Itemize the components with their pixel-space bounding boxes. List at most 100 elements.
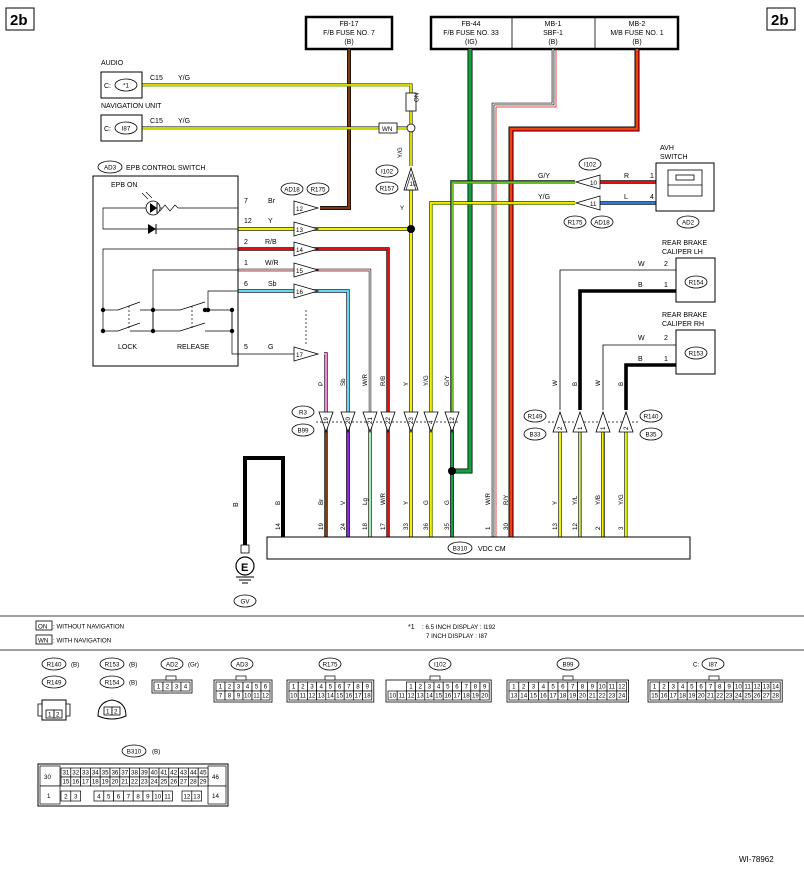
pin-number: 13 <box>763 684 770 691</box>
connector-latch <box>235 675 247 681</box>
svg-text:(B): (B) <box>632 39 641 46</box>
pin-number: 34 <box>92 770 99 777</box>
vdc-pin-number: 17 <box>380 523 387 530</box>
vdc-pin-number: 36 <box>423 523 430 530</box>
pin-number: 40 <box>151 770 158 777</box>
svg-text:G: G <box>268 344 273 351</box>
svg-text:AUDIO: AUDIO <box>101 60 124 67</box>
svg-text:AD2: AD2 <box>166 662 179 669</box>
pin-number: 6 <box>561 684 565 691</box>
pin-number: 24 <box>151 779 158 786</box>
connector-latch <box>429 675 441 681</box>
pin-number: 7 <box>219 693 223 700</box>
pin-number: 2 <box>662 684 666 691</box>
svg-text:R153: R153 <box>689 351 704 358</box>
pin-number: 4 <box>184 684 188 691</box>
svg-text:2: 2 <box>114 709 118 716</box>
pin-number: 11 <box>399 693 406 700</box>
badge-wn: WN <box>378 122 398 134</box>
pin-number: 22 <box>599 693 606 700</box>
wire-color-label: W <box>552 380 559 386</box>
vdc-wire-label: Y/G <box>618 494 625 505</box>
fuse-mb2: MB-2 M/B FUSE NO. 1 (B) <box>610 21 663 46</box>
svg-text:13: 13 <box>296 227 303 234</box>
svg-text:I102: I102 <box>381 169 394 176</box>
legend: ON : WITHOUT NAVIGATION WN : WITH NAVIGA… <box>35 620 496 645</box>
pin-number: 24 <box>618 693 625 700</box>
vdc-wire-label: Y <box>403 501 410 505</box>
pin-number: 41 <box>160 770 167 777</box>
pin-number: 6 <box>264 684 268 691</box>
svg-text:Y: Y <box>268 218 273 225</box>
pin-number: 5 <box>107 794 111 801</box>
pin-number: 13 <box>193 794 200 801</box>
pin-number: 1 <box>292 684 296 691</box>
ground-gv: B E GV <box>233 502 257 608</box>
vdc-pin-number: 18 <box>362 523 369 530</box>
rear-brake-caliper-lh: REAR BRAKE CALIPER LH R154 W 2 B 1 <box>638 240 716 303</box>
pin-number: 16 <box>444 693 451 700</box>
pin-number: 10 <box>244 693 251 700</box>
connector-triangle <box>362 411 378 434</box>
wire-color-label: P <box>318 382 325 386</box>
pin-number: 44 <box>190 770 197 777</box>
connector-triangle <box>423 411 439 434</box>
svg-text:(B): (B) <box>344 39 353 46</box>
pin-number: 5 <box>690 684 694 691</box>
pin-number: 19 <box>102 779 109 786</box>
pin-cell <box>207 785 227 805</box>
pin-number: 13 <box>510 693 517 700</box>
pin-number: 33 <box>82 770 89 777</box>
fuse-mb1: MB-1 SBF-1 (B) <box>543 21 563 46</box>
connector-pin-number: 1 <box>600 426 607 430</box>
connector-latch <box>165 675 177 681</box>
svg-text:(B): (B) <box>71 662 79 669</box>
pin-cell <box>70 790 81 802</box>
svg-text:(B): (B) <box>152 749 160 756</box>
connector-latch <box>324 675 336 681</box>
pin-cell <box>770 690 781 701</box>
connector-pin-number: 2 <box>623 426 630 430</box>
vdc-pin-number: 14 <box>275 523 282 530</box>
wire-color-label: B <box>618 382 625 386</box>
pin-number: 31 <box>62 770 69 777</box>
svg-text:R3: R3 <box>299 410 307 417</box>
pin-number: 11 <box>164 794 171 801</box>
svg-text:B99: B99 <box>297 428 309 435</box>
svg-text:R140: R140 <box>644 414 659 421</box>
pin-cell <box>362 690 373 701</box>
svg-text:CALIPER LH: CALIPER LH <box>662 249 703 256</box>
vdc-wire-label: R/Y <box>503 495 510 505</box>
svg-text:2: 2 <box>664 335 668 342</box>
vdc-wire-label: W/R <box>380 492 387 505</box>
svg-text:11: 11 <box>590 201 597 208</box>
connector-triangle <box>318 411 334 434</box>
svg-text:1: 1 <box>664 356 668 363</box>
svg-text:Br: Br <box>268 198 276 205</box>
pin-cell <box>39 785 61 805</box>
pin-number: 14 <box>520 693 527 700</box>
pin-number: 19 <box>688 693 695 700</box>
pin-number: 9 <box>591 684 595 691</box>
pin-number: 11 <box>253 693 260 700</box>
pin-number: 16 <box>540 693 547 700</box>
epb-pin-row-3: 2 R/B <box>244 239 277 246</box>
pin-number: 15 <box>530 693 537 700</box>
connector-pin-number: 21 <box>367 417 374 424</box>
conn-ad18-oval <box>280 182 304 196</box>
svg-text:F/B FUSE NO. 33: F/B FUSE NO. 33 <box>443 30 499 37</box>
svg-text:6: 6 <box>244 281 248 288</box>
svg-text:: WITHOUT NAVIGATION: : WITHOUT NAVIGATION <box>53 624 124 631</box>
pin-number: 32 <box>72 770 79 777</box>
wire-color-label: R/B <box>380 376 387 386</box>
pin-number: 20 <box>698 693 705 700</box>
epb-pin-row-1: 7 Br <box>244 198 276 205</box>
junction-open <box>406 123 416 133</box>
pin-cell <box>260 690 271 701</box>
vdc-wire-label: Br <box>318 499 325 505</box>
pin-number: 14 <box>772 684 779 691</box>
